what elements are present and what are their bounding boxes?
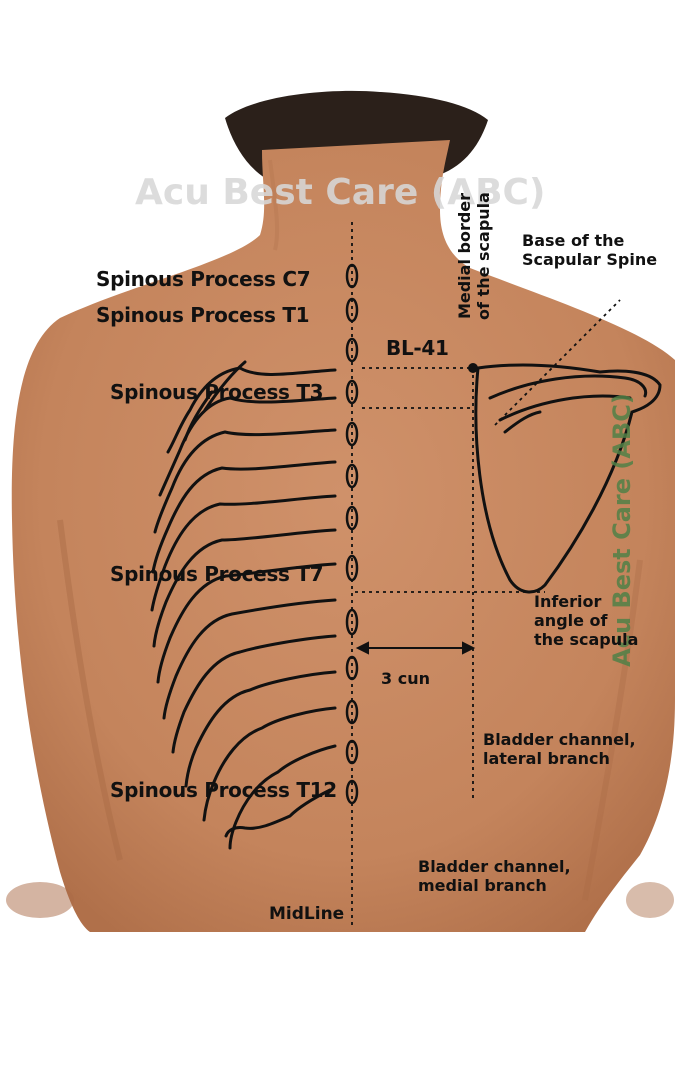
label-inferior-angle: Inferior angle of the scapula [534,592,638,650]
neck-shadow [268,159,280,251]
bl41-point [468,363,478,373]
label-spinous-t1: Spinous Process T1 [96,303,310,327]
inferior-angle-line3: the scapula [534,630,639,650]
label-spinous-c7: Spinous Process C7 [96,267,311,291]
right-arm-shadow [582,559,643,901]
channel-lateral-line2: lateral branch [483,749,610,769]
label-medial-border: Medial border of the scapula [455,192,493,320]
medial-border-line1: Medial border [454,192,474,320]
label-channel-lateral: Bladder channel, lateral branch [483,730,636,768]
left-arm-shadow [57,519,123,861]
channel-medial-line2: medial branch [418,876,547,896]
watermark-top: Acu Best Care (ABC) [135,172,546,213]
label-scapular-spine: Base of the Scapular Spine [522,231,657,269]
channel-medial-line1: Bladder channel, [418,857,571,876]
channel-lateral-line1: Bladder channel, [483,730,636,749]
scapular-spine-pointer [494,299,621,426]
label-point: BL-41 [386,336,449,360]
label-measure: 3 cun [381,669,430,688]
scapular-spine-line2: Scapular Spine [522,250,658,270]
label-channel-medial: Bladder channel, medial branch [418,857,571,895]
scapula [474,363,662,594]
medial-border-line2: of the scapula [474,192,493,320]
left-elbow-shadow [6,882,74,918]
inferior-angle-line1: Inferior [534,592,602,611]
label-midline: MidLine [269,904,345,924]
inferior-angle-line2: angle of [534,611,608,631]
label-spinous-t12: Spinous Process T12 [110,778,337,802]
measure-arrow [355,641,476,655]
right-elbow-shadow [626,882,674,918]
scapular-spine-line1: Base of the [522,231,625,250]
rib-cage [150,360,337,850]
reference-lines [351,222,621,925]
label-spinous-t3: Spinous Process T3 [110,380,324,404]
label-spinous-t7: Spinous Process T7 [110,562,324,586]
